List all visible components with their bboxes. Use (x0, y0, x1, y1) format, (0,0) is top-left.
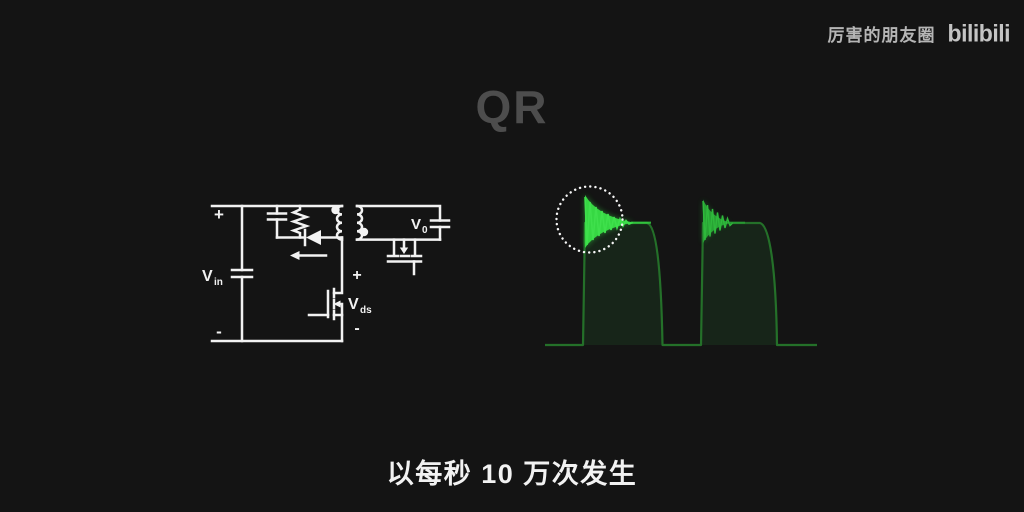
watermark: 厉害的朋友圈 bilibili (827, 19, 1011, 47)
ringing-burst-2 (702, 199, 745, 243)
page-title: QR (475, 81, 549, 133)
drain-wire (332, 236, 344, 295)
watermark-text: 厉害的朋友圈 (827, 26, 936, 45)
input-minus-label: - (216, 322, 222, 341)
vout-label: V (411, 216, 421, 233)
snubber-resistor (289, 204, 311, 239)
vds-plus-label: + (352, 267, 361, 284)
waveform-fill (583, 223, 777, 345)
current-arrow (290, 251, 328, 260)
primary-mosfet (307, 287, 344, 343)
sync-rectifier-mosfet (386, 238, 423, 276)
vds-minus-label: - (354, 320, 359, 337)
vds-label-sub: ds (360, 305, 372, 316)
snubber-capacitor (266, 204, 288, 239)
input-capacitor (230, 204, 254, 343)
polarity-dot-primary (331, 205, 340, 215)
caption: 以每秒 10 万次发生 (386, 459, 638, 489)
input-plus-label: + (214, 205, 224, 224)
vout-label-sub: 0 (422, 225, 428, 236)
vin-label: V (202, 268, 213, 285)
circuit-schematic: + - V in + V ds - V 0 (202, 204, 451, 343)
secondary-top-wire (355, 204, 442, 222)
output-capacitor (429, 219, 451, 241)
waveform-plot (545, 185, 817, 347)
polarity-dot-secondary (359, 227, 369, 237)
vds-waveform-trace (545, 221, 817, 347)
vds-label: V (348, 296, 359, 313)
bilibili-logo: bilibili (947, 19, 1011, 47)
ringing-burst-1 (584, 195, 651, 248)
ringing-highlight-circle (555, 185, 624, 254)
vin-label-sub: in (214, 277, 223, 288)
